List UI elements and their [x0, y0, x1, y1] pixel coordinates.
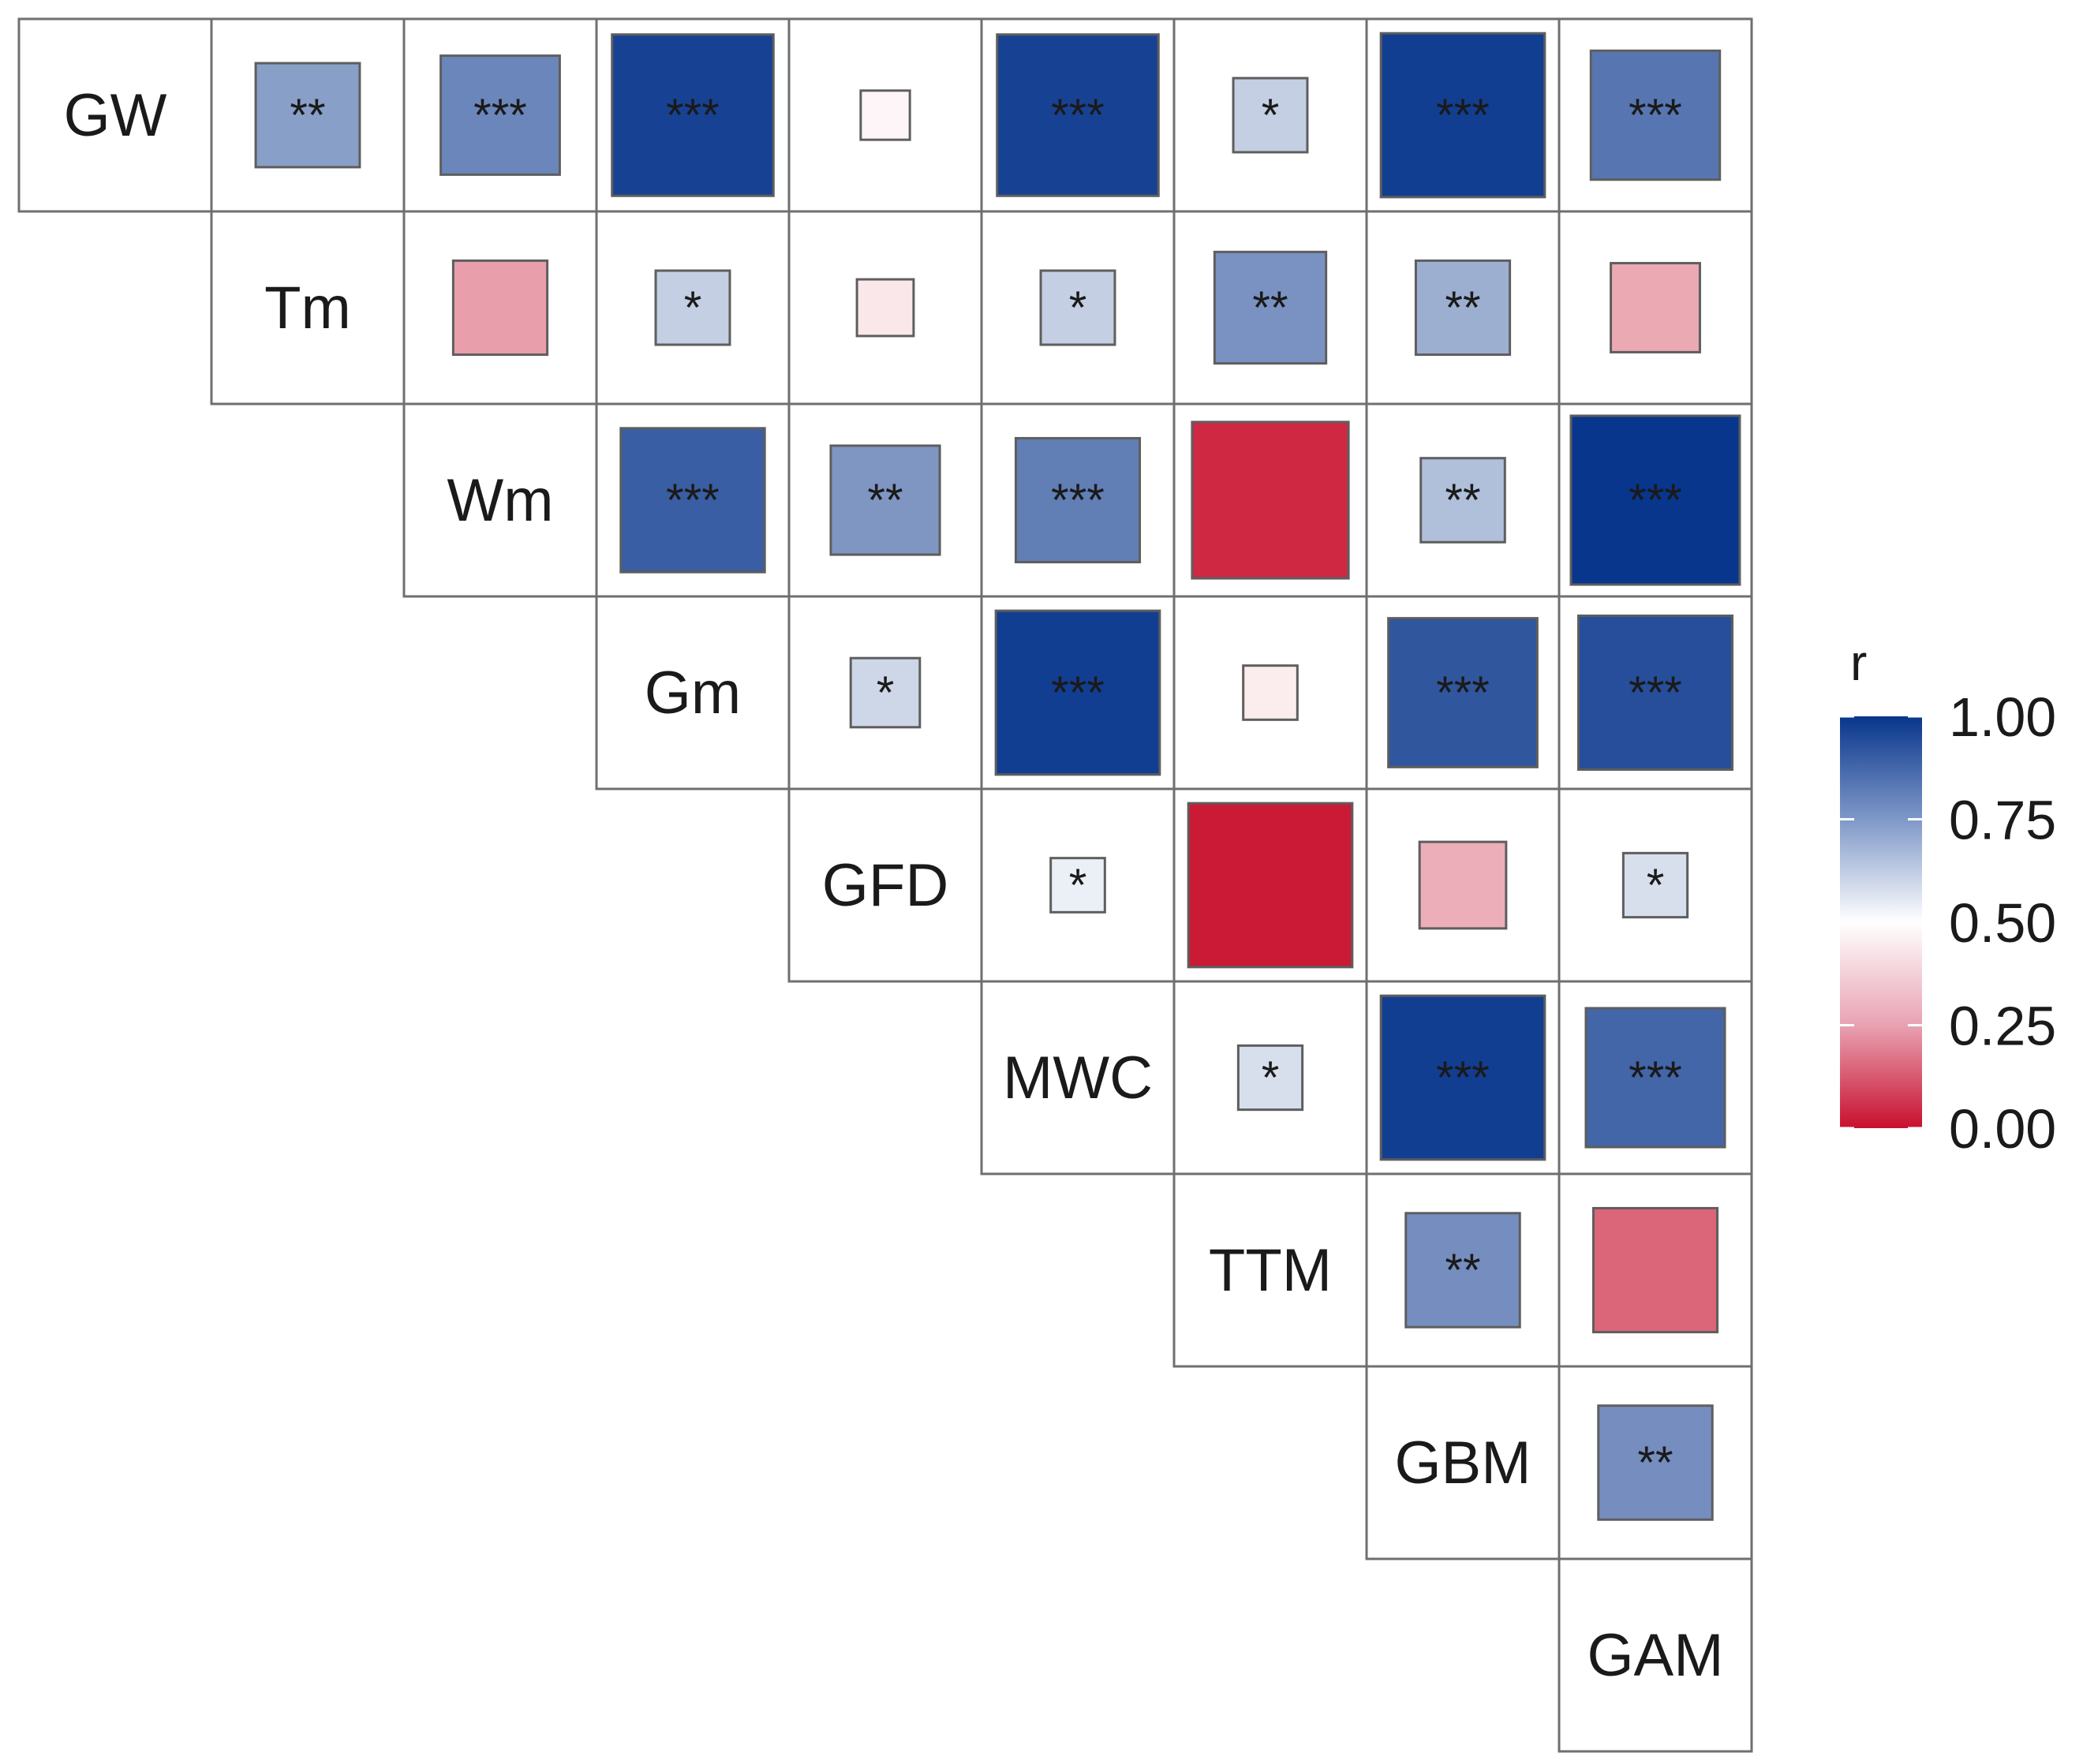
grid-cell [402, 402, 598, 598]
significance-label: *** [1436, 667, 1490, 719]
variable-label-gw: GW [64, 82, 167, 149]
significance-label: ** [1445, 475, 1480, 526]
correlation-cell-gm-gbm [1387, 617, 1539, 768]
significance-label: * [1262, 90, 1280, 141]
legend-tick-label: 0.50 [1949, 892, 2056, 954]
correlation-cell-wm-gfd [829, 444, 941, 556]
variable-label-tm: Tm [264, 275, 351, 342]
correlation-cell-tm-gbm [1414, 259, 1512, 357]
significance-label: *** [666, 475, 720, 526]
correlation-cell-wm-mwc [1014, 436, 1142, 564]
correlation-cell-gfd-gbm [1418, 840, 1508, 930]
significance-label: * [1647, 860, 1665, 911]
legend-tick-label: 0.75 [1949, 790, 2056, 851]
correlation-cell-gw-gbm [1379, 32, 1546, 199]
significance-label: * [1069, 860, 1087, 911]
significance-label: *** [1436, 90, 1490, 141]
correlation-cell-ttm-gbm [1404, 1212, 1521, 1329]
correlation-cell-wm-gm [619, 427, 766, 574]
correlation-cell-tm-wm [451, 259, 549, 357]
significance-label: *** [1629, 667, 1682, 719]
variable-label-gfd: GFD [822, 852, 948, 919]
significance-label: *** [1629, 90, 1682, 141]
correlation-cell-tm-gm [654, 269, 731, 346]
correlation-cell-gw-gam [1589, 49, 1722, 181]
grid-cell [595, 595, 791, 790]
correlation-cell-gfd-mwc [1049, 857, 1106, 914]
correlation-cell-tm-ttm [1213, 250, 1328, 365]
correlation-cell-wm-ttm [1191, 420, 1350, 580]
grid-cell [980, 210, 1176, 405]
correlation-cell-mwc-gam [1584, 1007, 1726, 1149]
variable-label-wm: Wm [447, 467, 553, 534]
correlation-cell-gm-ttm [1242, 664, 1299, 721]
correlation-cell-wm-gbm [1419, 457, 1506, 544]
correlation-cell-tm-gam [1610, 262, 1701, 353]
significance-label: *** [1051, 90, 1105, 141]
significance-label: *** [1436, 1052, 1490, 1104]
correlation-cell-gw-mwc [996, 33, 1160, 197]
variable-label-mwc: MWC [1003, 1045, 1153, 1112]
grid-cell [1172, 1172, 1368, 1368]
correlation-cell-gw-gfd [859, 89, 911, 141]
correlation-cell-tm-gfd [855, 278, 915, 338]
significance-label: *** [1051, 667, 1105, 719]
significance-label: * [684, 282, 702, 334]
correlation-cell-gw-wm [439, 54, 561, 176]
significance-label: ** [1445, 1245, 1480, 1296]
grid-cell [787, 787, 983, 983]
significance-label: *** [1629, 1052, 1682, 1104]
correlation-cell-mwc-ttm [1236, 1044, 1304, 1112]
correlation-cell-ttm-gam [1591, 1206, 1719, 1334]
grid-cell [17, 17, 213, 213]
significance-label: ** [867, 475, 903, 526]
correlation-cell-tm-mwc [1039, 269, 1116, 346]
significance-label: * [1262, 1052, 1280, 1104]
significance-label: ** [1445, 282, 1480, 334]
legend-tick-label: 0.25 [1949, 996, 2056, 1057]
grid-cell [980, 980, 1176, 1175]
significance-label: * [877, 667, 895, 719]
correlation-cell-gfd-gam [1621, 851, 1689, 919]
grid-cell [210, 210, 406, 405]
correlation-cell-gw-gm [611, 33, 775, 197]
significance-label: *** [1051, 475, 1105, 526]
significance-label: ** [1252, 282, 1288, 334]
variable-label-gam: GAM [1587, 1622, 1723, 1689]
correlation-cell-gw-tm [254, 62, 361, 169]
significance-label: *** [1629, 475, 1682, 526]
color-legend: r 1.00 0.75 0.50 0.25 0.00 [1840, 634, 2056, 1160]
variable-label-gbm: GBM [1394, 1430, 1531, 1497]
cell-layer: ****************************************… [254, 32, 1741, 1521]
correlation-cell-gm-mwc [994, 609, 1161, 776]
variable-label-gm: Gm [645, 660, 741, 727]
correlation-cell-wm-gam [1569, 414, 1741, 586]
legend-tick-label: 0.00 [1949, 1098, 2056, 1160]
correlation-cell-mwc-gbm [1379, 994, 1546, 1161]
significance-label: ** [1637, 1437, 1673, 1489]
grid-cell [1558, 1557, 1753, 1753]
correlation-cell-gm-gfd [849, 656, 922, 729]
legend-title: r [1850, 634, 1867, 691]
legend-tick-label: 1.00 [1949, 686, 2056, 748]
correlation-cell-gw-ttm [1232, 77, 1309, 154]
correlation-cell-gbm-gam [1597, 1404, 1714, 1521]
correlation-cell-gm-gam [1576, 614, 1734, 772]
variable-label-ttm: TTM [1209, 1237, 1332, 1304]
significance-label: ** [290, 90, 325, 141]
significance-label: * [1069, 282, 1087, 334]
correlation-cell-gfd-ttm [1187, 802, 1354, 969]
significance-label: *** [666, 90, 720, 141]
significance-label: *** [473, 90, 527, 141]
grid-cell [1365, 1365, 1561, 1560]
